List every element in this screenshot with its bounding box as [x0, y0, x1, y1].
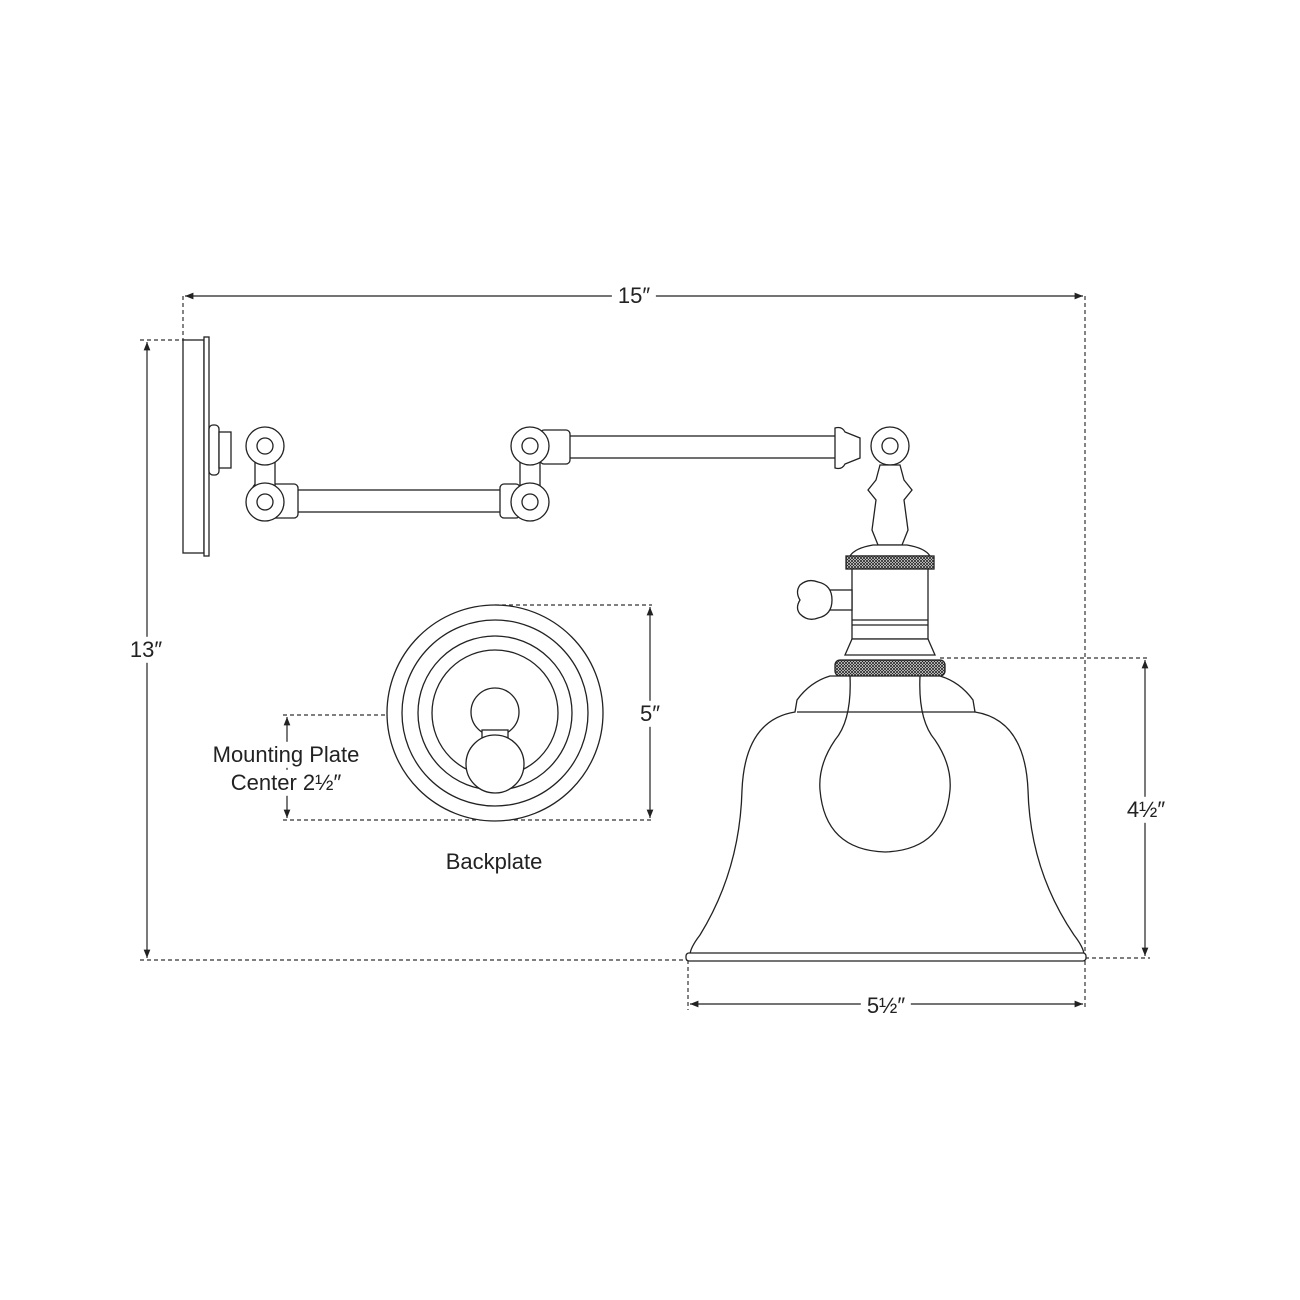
swing-arm	[208, 424, 910, 522]
shade-height-label: 4½″	[1120, 796, 1172, 824]
mounting-plate-label-line2: Center 2½″	[228, 769, 344, 797]
glass-shade	[685, 675, 1087, 962]
overall-width-label: 15″	[611, 282, 657, 310]
backplate-diameter-label: 5″	[633, 700, 667, 728]
backplate-front	[386, 604, 604, 822]
mounting-plate-label-line1: Mounting Plate	[210, 741, 362, 769]
overall-height-label: 13″	[123, 636, 169, 664]
bulb	[819, 675, 951, 853]
backplate-label: Backplate	[439, 848, 549, 876]
joint	[245, 426, 910, 522]
shade-width-label: 5½″	[860, 992, 912, 1020]
socket	[796, 464, 946, 677]
wall-plate-side	[182, 336, 210, 557]
switch-key-icon	[796, 579, 833, 620]
